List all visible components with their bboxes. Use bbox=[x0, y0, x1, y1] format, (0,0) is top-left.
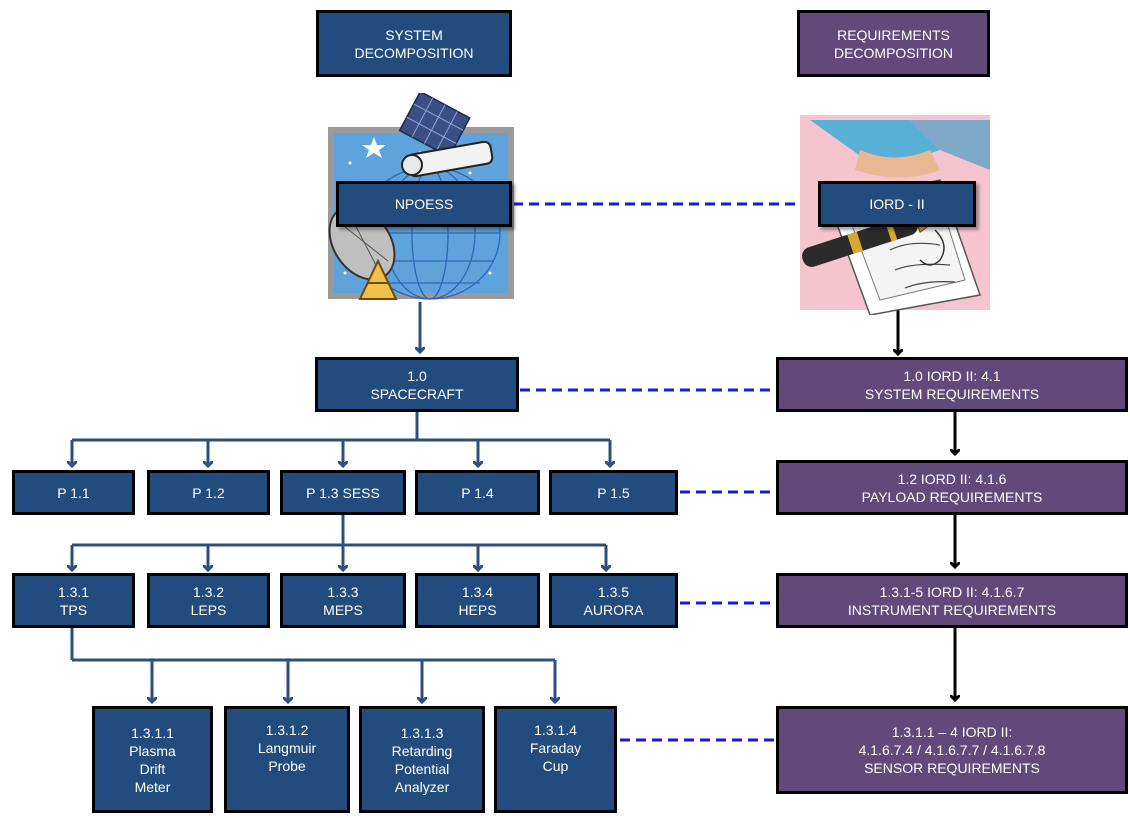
node-instrument: 1.3.2 LEPS bbox=[147, 573, 270, 628]
dashed-mapping-links bbox=[513, 202, 818, 742]
node-sensor: 1.3.1.3 Retarding Potential Analyzer bbox=[359, 706, 485, 813]
node-sensor: 1.3.1.4 Faraday Cup bbox=[494, 706, 617, 813]
req-system-requirements: 1.0 IORD II: 4.1 SYSTEM REQUIREMENTS bbox=[776, 357, 1128, 412]
node-npoess: NPOESS bbox=[336, 181, 512, 227]
connector-tps-sensors bbox=[70, 627, 555, 702]
req-sensor-requirements: 1.3.1.1 – 4 IORD II: 4.1.6.7.4 / 4.1.6.7… bbox=[776, 706, 1128, 794]
header-system-decomposition: SYSTEM DECOMPOSITION bbox=[316, 10, 512, 77]
node-instrument: 1.3.3 MEPS bbox=[280, 573, 406, 628]
node-instrument: 1.3.4 HEPS bbox=[415, 573, 540, 628]
connector-spacecraft-payloads bbox=[72, 412, 610, 466]
req-payload-requirements: 1.2 IORD II: 4.1.6 PAYLOAD REQUIREMENTS bbox=[776, 460, 1128, 515]
node-payload: P 1.4 bbox=[415, 470, 540, 515]
node-sensor: 1.3.1.1 Plasma Drift Meter bbox=[92, 706, 213, 813]
connector-requirements-chain bbox=[898, 308, 955, 700]
connector-sess-instruments bbox=[72, 515, 606, 570]
header-requirements-decomposition: REQUIREMENTS DECOMPOSITION bbox=[797, 10, 990, 77]
node-payload: P 1.5 bbox=[549, 470, 678, 515]
node-sensor: 1.3.1.2 Langmuir Probe bbox=[224, 706, 350, 813]
node-iord-ii: IORD - II bbox=[818, 181, 976, 227]
node-instrument: 1.3.5 AURORA bbox=[549, 573, 678, 628]
node-payload: P 1.3 SESS bbox=[280, 470, 406, 515]
node-spacecraft: 1.0 SPACECRAFT bbox=[315, 357, 519, 412]
node-payload: P 1.2 bbox=[147, 470, 270, 515]
node-payload: P 1.1 bbox=[12, 470, 135, 515]
node-instrument: 1.3.1 TPS bbox=[12, 573, 135, 628]
req-instrument-requirements: 1.3.1-5 IORD II: 4.1.6.7 INSTRUMENT REQU… bbox=[776, 573, 1128, 628]
